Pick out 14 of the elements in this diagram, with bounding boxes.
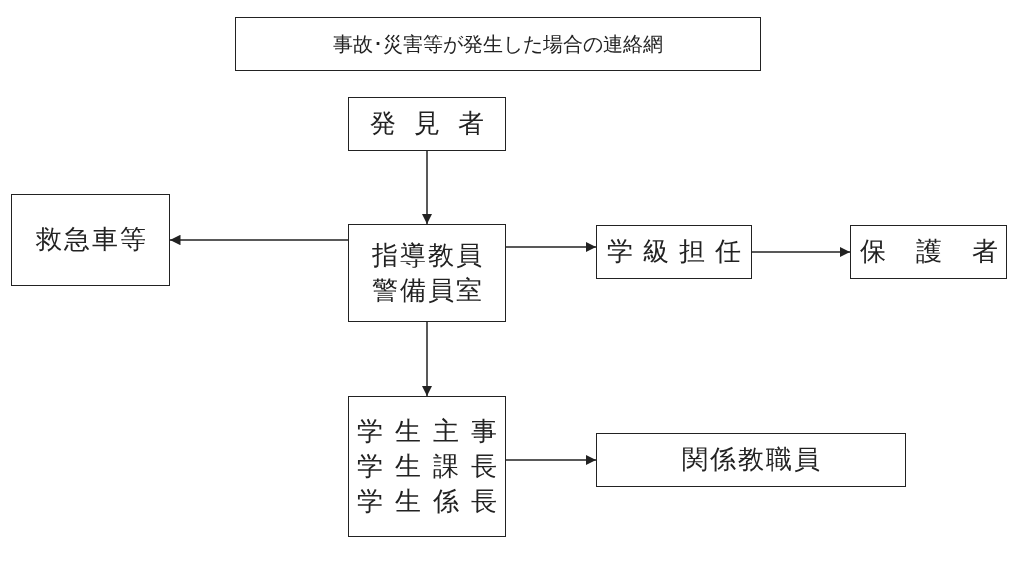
- process-box: 保護者: [850, 225, 1007, 279]
- process-box: 学級担任: [596, 225, 752, 279]
- arrow: [421, 150, 433, 225]
- process-box: 関係教職員: [596, 433, 906, 487]
- arrow: [169, 234, 349, 246]
- process-box: 学生主事学生課長学生係長: [348, 396, 506, 537]
- arrow: [505, 241, 597, 253]
- arrow: [505, 454, 597, 466]
- arrow: [421, 321, 433, 397]
- title-box: 事故･災害等が発生した場合の連絡網: [235, 17, 761, 71]
- process-box: 指導教員警備員室: [348, 224, 506, 322]
- arrow: [751, 246, 851, 258]
- process-box: 救急車等: [11, 194, 170, 286]
- process-box: 発見者: [348, 97, 506, 151]
